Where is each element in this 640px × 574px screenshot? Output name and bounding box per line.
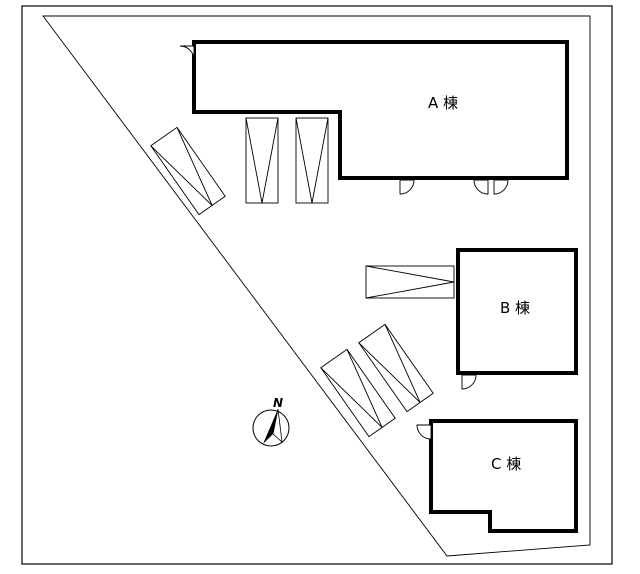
door-a-south-3	[493, 179, 509, 195]
north-arrow-pointer-icon	[263, 409, 278, 444]
building-a	[192, 40, 569, 180]
property-boundary	[42, 15, 591, 557]
door-a-south-1	[399, 179, 415, 195]
door-b-south	[461, 374, 477, 390]
building-b	[456, 248, 578, 375]
north-letter: N	[273, 396, 283, 410]
north-arrow: N	[252, 396, 290, 447]
door-a-south-2	[473, 179, 489, 195]
parking-space-angled-3	[358, 323, 434, 413]
parking-space-a1	[245, 117, 279, 204]
door-c-west	[416, 424, 432, 440]
parking-space-b1	[365, 265, 455, 299]
building-c-label: C 棟	[491, 455, 521, 473]
building-c	[429, 419, 578, 533]
building-a-label: A 棟	[428, 94, 458, 112]
parking-space-angled-2	[320, 348, 396, 438]
parking-space-angled-1	[150, 126, 226, 216]
building-b-label: B 棟	[500, 299, 530, 317]
parking-space-a2	[295, 117, 329, 204]
door-a-west	[179, 45, 195, 61]
